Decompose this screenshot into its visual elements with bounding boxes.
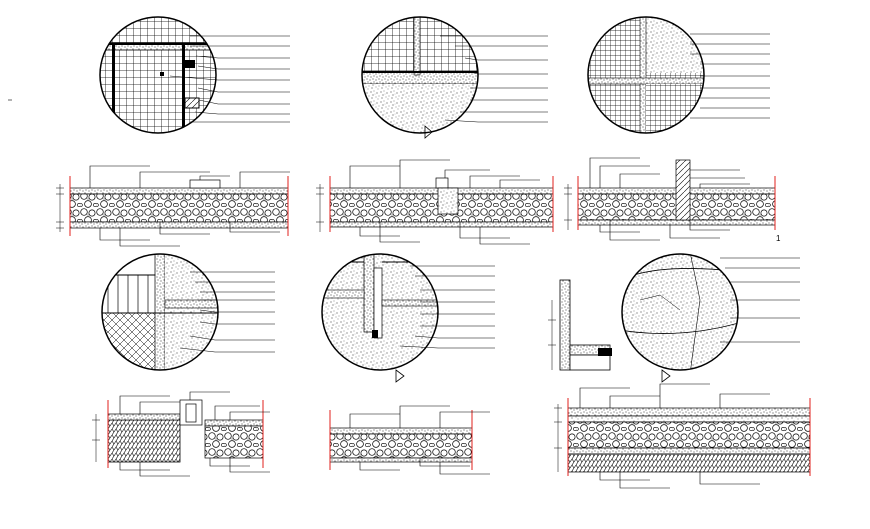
detail-circle-4: [101, 253, 219, 371]
detail-circle-6-leaders: [720, 257, 800, 343]
detail-circle-5: [321, 253, 439, 383]
detail-circle-3-leaders: [690, 33, 770, 119]
sheet-marker: 1: [776, 234, 781, 243]
wall-elevation: [548, 279, 612, 371]
detail-circle-4-leaders: [179, 271, 275, 353]
section-1-leaders: [89, 165, 290, 247]
section-5: [329, 410, 473, 470]
section-6-leaders: [579, 383, 770, 489]
detail-circle-1-leaders: [169, 35, 290, 123]
section-4-leaders: [119, 391, 270, 477]
section-3: [564, 159, 776, 230]
section-2: [316, 176, 554, 232]
detail-circle-2: [361, 16, 479, 139]
section-1: [56, 176, 289, 236]
detail-circle-5-leaders: [399, 265, 495, 349]
section-3-leaders: [589, 157, 750, 241]
section-6: [554, 398, 811, 476]
detail-circle-1: [99, 16, 217, 134]
section-5-leaders: [349, 405, 490, 475]
section-4: [92, 399, 264, 468]
detail-circle-3: [587, 16, 705, 134]
detail-circle-6: [548, 253, 739, 383]
section-2-leaders: [349, 159, 540, 245]
detail-circle-2-leaders: [440, 35, 548, 123]
